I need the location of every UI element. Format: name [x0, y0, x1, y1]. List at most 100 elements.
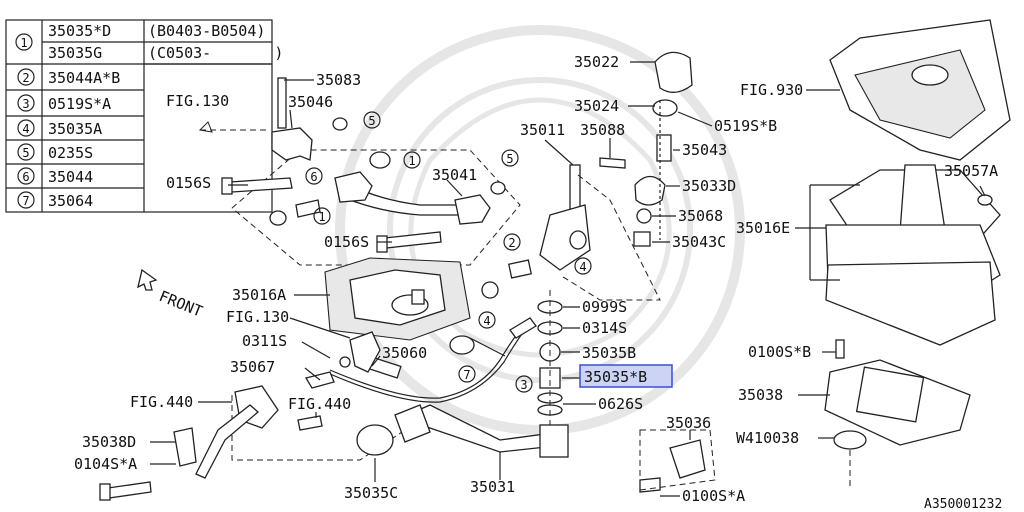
- boot-35033d: [634, 175, 666, 206]
- label-fig440-right[interactable]: FIG.440: [288, 395, 351, 413]
- label-35057a[interactable]: 35057A: [944, 162, 998, 180]
- cable-35060: [329, 317, 537, 403]
- label-35088[interactable]: 35088: [580, 121, 625, 139]
- label-35060[interactable]: 35060: [382, 344, 427, 362]
- svg-text:4: 4: [483, 314, 490, 328]
- label-0156s-upper[interactable]: 0156S: [166, 174, 211, 192]
- label-0156s-lower[interactable]: 0156S: [324, 233, 369, 251]
- label-w410038[interactable]: W410038: [736, 429, 799, 447]
- bracket-35036: [639, 429, 716, 493]
- label-0626s[interactable]: 0626S: [598, 395, 643, 413]
- svg-text:7: 7: [463, 368, 470, 382]
- label-35022[interactable]: 35022: [574, 53, 619, 71]
- label-fig440-left[interactable]: FIG.440: [130, 393, 193, 411]
- diagram-callouts: 5 1 6 1 5 2 4 4 7 3: [305, 111, 592, 393]
- part-labels: 35083 FIG.130 35046 0156S 35041 0156S FR…: [74, 53, 1002, 512]
- knob-35022: [654, 51, 693, 93]
- label-35038[interactable]: 35038: [738, 386, 783, 404]
- legend-part: 35064: [48, 192, 93, 210]
- shift-plate-35016a: [324, 257, 471, 341]
- label-35038d[interactable]: 35038D: [82, 433, 136, 451]
- legend-num: 4: [22, 122, 29, 136]
- label-35024[interactable]: 35024: [574, 97, 619, 115]
- label-0519sb[interactable]: 0519S*B: [714, 117, 777, 135]
- spring-35043: [656, 134, 672, 162]
- label-35016e[interactable]: 35016E: [736, 219, 790, 237]
- label-35016a[interactable]: 35016A: [232, 286, 286, 304]
- label-35035b[interactable]: 35035B: [582, 344, 636, 362]
- label-0999s[interactable]: 0999S: [582, 298, 627, 316]
- label-35035c[interactable]: 35035C: [344, 484, 398, 502]
- legend-part: 35044A*B: [48, 69, 120, 87]
- lower-bracket-group: [99, 385, 421, 501]
- legend-row-6: 6 35044: [17, 167, 93, 186]
- spacer: [295, 199, 321, 218]
- pin-35083: [277, 77, 287, 129]
- legend-range: (B0403-B0504): [148, 22, 265, 40]
- label-0100sb[interactable]: 0100S*B: [748, 343, 811, 361]
- nut-35068: [636, 208, 652, 224]
- legend-part: 0519S*A: [48, 95, 111, 113]
- legend-row-3: 3 0519S*A: [17, 94, 111, 113]
- legend-num: 6: [22, 170, 29, 184]
- label-35031[interactable]: 35031: [470, 478, 515, 496]
- legend-part: 35035A: [48, 120, 102, 138]
- label-fig130-upper[interactable]: FIG.130: [166, 92, 229, 110]
- callout-4b: [574, 257, 592, 275]
- svg-text:5: 5: [368, 114, 375, 128]
- legend-num: 7: [22, 194, 29, 208]
- label-35035-star-b[interactable]: 35035*B: [584, 368, 647, 386]
- callout-5: [363, 111, 381, 129]
- bolt-35088: [599, 157, 626, 169]
- label-35046[interactable]: 35046: [288, 93, 333, 111]
- label-0104sa[interactable]: 0104S*A: [74, 455, 137, 473]
- legend-part: 35044: [48, 168, 93, 186]
- highlight-box: [579, 364, 673, 388]
- callout-6: [305, 167, 323, 185]
- pad-w410038: [833, 430, 867, 450]
- legend-row-4: 4 35035A: [17, 119, 102, 138]
- label-35033d[interactable]: 35033D: [682, 177, 736, 195]
- svg-text:2: 2: [508, 236, 515, 250]
- legend-num: 2: [22, 71, 29, 85]
- label-35036[interactable]: 35036: [666, 414, 711, 432]
- label-35043c[interactable]: 35043C: [672, 233, 726, 251]
- stack-washers: [537, 290, 563, 425]
- bolt-0156s-lower: [384, 231, 442, 249]
- label-0311s[interactable]: 0311S: [242, 332, 287, 350]
- label-fig130-lower[interactable]: FIG.130: [226, 308, 289, 326]
- label-0314s[interactable]: 0314S: [582, 319, 627, 337]
- label-35068[interactable]: 35068: [678, 207, 723, 225]
- bracket-35038d: [173, 427, 197, 467]
- leader-lines: [150, 61, 986, 497]
- adapter-35024: [652, 99, 678, 117]
- front-arrow-icon: [137, 268, 158, 291]
- bushing: [269, 210, 287, 226]
- boot-plates-35016e: [809, 164, 1001, 346]
- legend-num: 1: [20, 36, 27, 50]
- legend-num: 3: [22, 97, 29, 111]
- label-0100sa[interactable]: 0100S*A: [682, 487, 745, 505]
- bolt-0104sa: [107, 481, 152, 499]
- label-fig930[interactable]: FIG.930: [740, 81, 803, 99]
- svg-text:3: 3: [520, 378, 527, 392]
- callout-7: [458, 365, 476, 383]
- callout-3: [515, 375, 533, 393]
- shift-rod-35011: [481, 164, 661, 301]
- label-35067[interactable]: 35067: [230, 358, 275, 376]
- callout-1: [403, 151, 421, 169]
- bracket-35046: [271, 127, 313, 161]
- washer: [490, 181, 506, 195]
- bush-35043c: [633, 231, 651, 247]
- legend-range: (C0503- ): [148, 44, 283, 62]
- label-35083[interactable]: 35083: [316, 71, 361, 89]
- callout-2: [503, 233, 521, 251]
- legend-row-1: 1 35035*D 35035G (B0403-B0504) (C0503- ): [15, 22, 283, 62]
- label-35043[interactable]: 35043: [682, 141, 727, 159]
- label-35011[interactable]: 35011: [520, 121, 565, 139]
- washer-4: [481, 281, 499, 299]
- svg-text:4: 4: [579, 260, 586, 274]
- label-35041[interactable]: 35041: [432, 166, 477, 184]
- console-cover: [829, 19, 1011, 161]
